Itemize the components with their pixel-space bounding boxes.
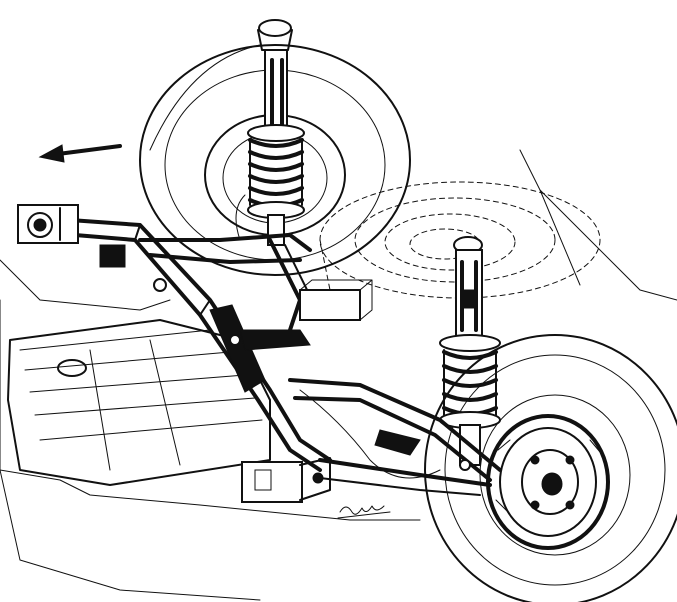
right-wheel xyxy=(424,334,677,602)
left-arrow-icon xyxy=(38,144,122,163)
signature-icon xyxy=(337,505,391,519)
fuel-tank xyxy=(7,319,271,486)
left-coilover xyxy=(247,19,305,246)
rear-pivot-bushing xyxy=(241,457,331,503)
right-coilover xyxy=(439,236,501,466)
car-body-outline xyxy=(0,149,677,601)
front-pivot-bushing xyxy=(17,204,126,268)
subframe xyxy=(68,194,502,496)
